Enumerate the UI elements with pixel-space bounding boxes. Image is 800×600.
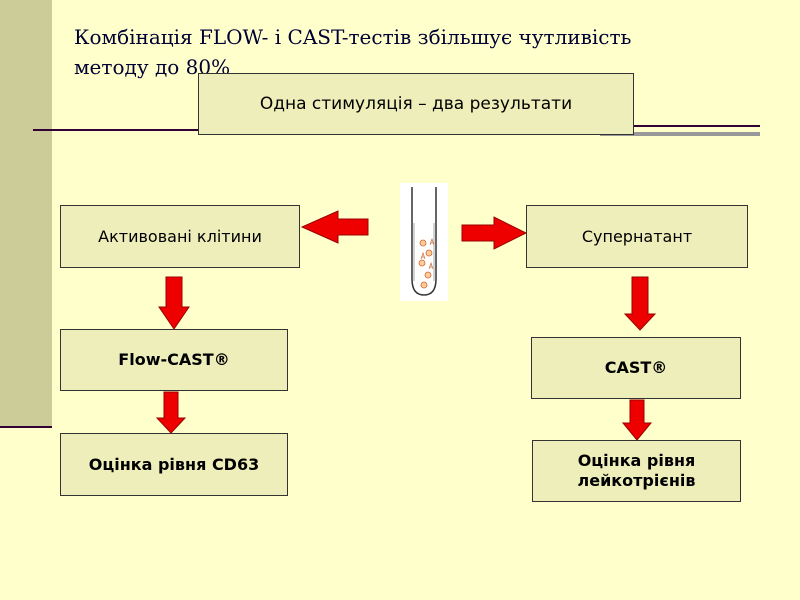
test-tube-icon — [400, 183, 448, 301]
left-band-rule — [0, 426, 52, 428]
left-decor-band — [0, 0, 52, 428]
arrow-down-left-2-icon — [155, 391, 187, 434]
cast-box: CAST® — [531, 337, 741, 399]
title-rule-left — [33, 129, 199, 131]
arrow-right-icon — [461, 216, 528, 250]
header-box: Одна стимуляція – два результати — [198, 73, 634, 135]
title-rule-right — [600, 125, 760, 127]
arrow-down-left-1-icon — [158, 276, 190, 330]
cd63-result-box: Оцінка рівня CD63 — [60, 433, 288, 496]
activated-cells-box: Активовані клітини — [60, 205, 300, 268]
leukotriene-result-box: Оцінка рівня лейкотрієнів — [532, 440, 741, 502]
slide-title: Комбінація FLOW- і CAST-тестів збільшує … — [74, 25, 632, 79]
title-rule-right-grey — [600, 132, 760, 136]
supernatant-box: Супернатант — [526, 205, 748, 268]
arrow-down-right-1-icon — [623, 276, 657, 331]
arrow-left-icon — [300, 210, 369, 244]
flow-cast-box: Flow-CAST® — [60, 329, 288, 391]
arrow-down-right-2-icon — [621, 399, 653, 441]
